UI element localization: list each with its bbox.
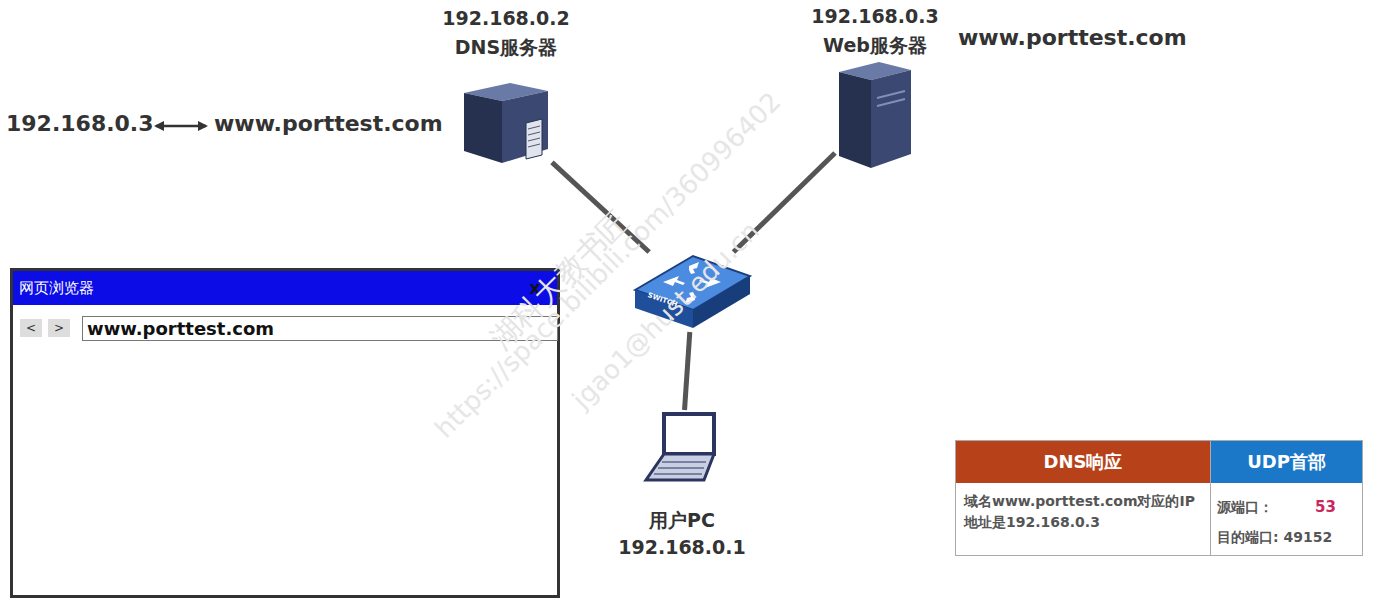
- node-box: 192.168.0.3Web服务器: [835, 58, 915, 170]
- node-box: 用户PC192.168.0.1: [642, 410, 722, 485]
- network-link: [685, 332, 690, 410]
- node-text: Web服务器: [823, 33, 927, 59]
- address-label: 192.168.0.3: [6, 111, 154, 136]
- node-text: 用户PC: [649, 508, 715, 534]
- node-text: 域名www.porttest.com对应的IP地址是192.168.0.3: [956, 483, 1210, 541]
- address-label: www.porttest.com: [958, 25, 1187, 50]
- node-text: 53: [1315, 498, 1336, 516]
- node-text: >: [48, 319, 70, 337]
- node-box: >: [48, 319, 70, 337]
- node-text: <: [20, 319, 42, 337]
- node-text: 192.168.0.2: [442, 7, 569, 29]
- node-text: 目的端口: 49152: [1217, 529, 1332, 547]
- node-text: 网页浏览器: [13, 271, 557, 305]
- node-text: 192.168.0.1: [618, 536, 745, 558]
- node-box: 192.168.0.2DNS服务器: [460, 75, 552, 165]
- server-icon: [835, 58, 915, 170]
- node-box: <: [20, 319, 42, 337]
- laptop-icon: [642, 410, 722, 485]
- double-arrow: [156, 125, 206, 128]
- node-box: DNS响应域名www.porttest.com对应的IP地址是192.168.0…: [955, 440, 1211, 556]
- node-text: DNS响应: [956, 441, 1210, 483]
- server-icon: [460, 75, 552, 165]
- node-text: UDP首部: [1211, 441, 1362, 483]
- node-text: 源端口：: [1217, 499, 1273, 517]
- node-text: DNS服务器: [455, 35, 557, 61]
- node-text: 192.168.0.3: [811, 5, 938, 27]
- node-box: UDP首部源端口： 53 目的端口: 49152: [1210, 440, 1363, 556]
- node-box: 网页浏览器X<>www.porttest.com: [10, 268, 560, 598]
- address-label: www.porttest.com: [214, 111, 443, 136]
